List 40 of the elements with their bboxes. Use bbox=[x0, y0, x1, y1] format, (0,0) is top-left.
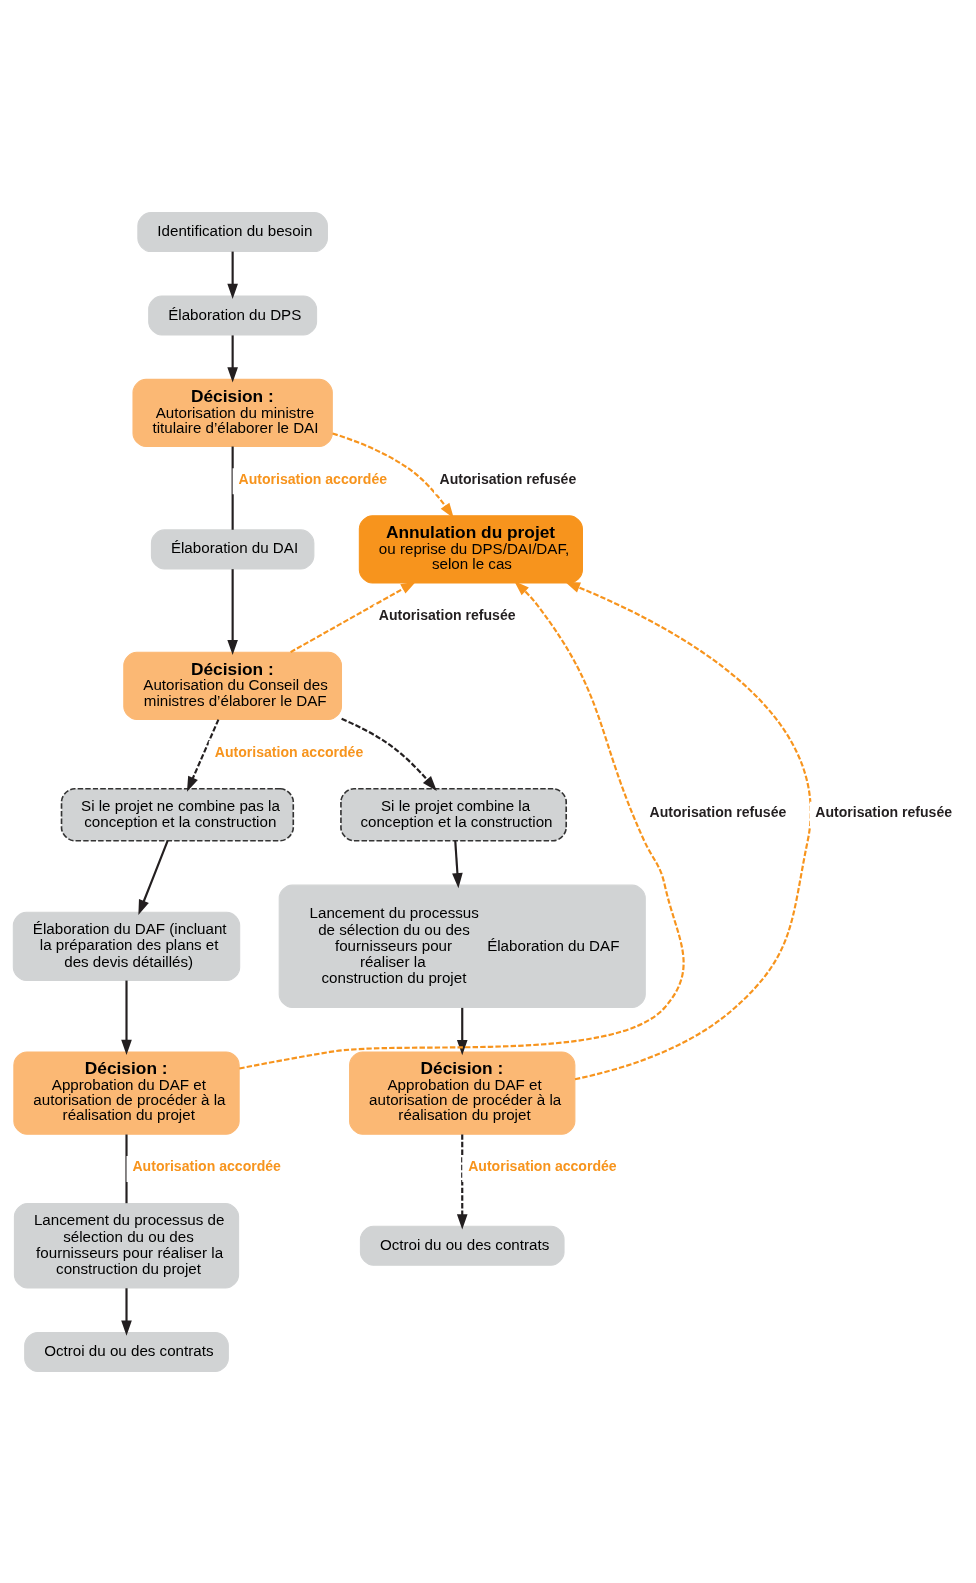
node-box: Décision : Autorisation du ministre titulaire d’élaborer le DAI bbox=[131, 378, 333, 447]
arrow bbox=[226, 568, 238, 655]
arrow bbox=[186, 718, 219, 792]
node-box: Si le projet combine la conception et la construction bbox=[339, 787, 567, 842]
arrow bbox=[226, 251, 238, 299]
arrow bbox=[340, 717, 437, 791]
connector bbox=[231, 446, 234, 530]
node-box: Élaboration du DAI bbox=[150, 528, 314, 569]
connector bbox=[124, 1134, 128, 1203]
edge-label: Autorisation accordée bbox=[467, 1157, 617, 1174]
edge-label: Autorisation refusée bbox=[649, 803, 786, 820]
arrow bbox=[456, 1007, 468, 1055]
node-box: Décision : Approbation du DAF et autorisation de procéder à la réalisation du projet bbox=[12, 1050, 240, 1135]
arrow bbox=[289, 580, 416, 653]
arrow bbox=[120, 1287, 132, 1336]
node-box: Lancement du processus de sélection du ou des fournisseurs pour réaliser la construction du projet Élaboration du DAF bbox=[278, 884, 646, 1008]
edge-label: Autorisation accordée bbox=[131, 1157, 281, 1174]
arrow bbox=[331, 432, 454, 518]
node-box: Décision : Approbation du DAF et autorisation de procéder à la réalisation du projet bbox=[348, 1050, 575, 1135]
arrow bbox=[456, 1134, 468, 1229]
arrow bbox=[120, 980, 132, 1055]
node-box: Lancement du processus de sélection du ou des fournisseurs pour réaliser la construction du projet bbox=[13, 1202, 239, 1289]
arrow bbox=[226, 334, 238, 382]
edge-label: Autorisation accordée bbox=[238, 470, 387, 487]
edge-label: Autorisation refusée bbox=[814, 803, 952, 820]
node-box: Annulation du projet ou reprise du DPS/DAI/DAF, selon le cas bbox=[358, 514, 583, 583]
arrow bbox=[137, 839, 169, 915]
arrow bbox=[564, 581, 812, 1080]
node-box: Octroi du ou des contrats bbox=[23, 1331, 229, 1372]
edge-label: Autorisation refusée bbox=[378, 606, 516, 623]
node-box: Si le projet ne combine pas la conception et la construction bbox=[60, 787, 294, 842]
node-box: Octroi du ou des contrats bbox=[359, 1225, 565, 1266]
node-box: Identification du besoin bbox=[136, 211, 328, 252]
arrow bbox=[238, 580, 684, 1070]
node-box: Décision : Autorisation du Conseil des ministres d’élaborer le DAF bbox=[122, 651, 342, 720]
edge-label: Autorisation refusée bbox=[438, 470, 576, 487]
arrow bbox=[451, 840, 463, 888]
node-box: Élaboration du DPS bbox=[147, 294, 317, 335]
node-box: Élaboration du DAF (incluant la préparation des plans et des devis détaillés) bbox=[12, 911, 240, 981]
edge-label: Autorisation accordée bbox=[214, 743, 363, 760]
